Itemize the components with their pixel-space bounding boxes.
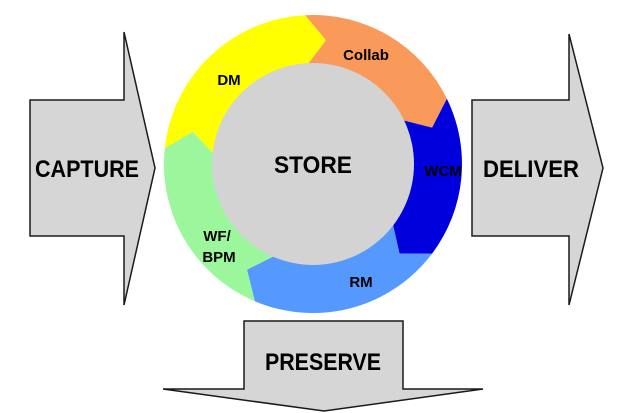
wcm-label: WCM: [424, 163, 462, 180]
capture-arrow: [29, 31, 156, 306]
collab-segment-arrow: [305, 14, 447, 128]
store-circle: [212, 63, 414, 265]
capture-label: CAPTURE: [35, 156, 139, 183]
wfbpm-segment-arrow: [163, 131, 274, 302]
wf-label-line1: WF/: [203, 228, 231, 245]
deliver-arrow: [471, 33, 604, 306]
dm-segment-arrow: [164, 15, 326, 154]
preserve-arrow: [162, 320, 484, 412]
dm-label: DM: [217, 72, 240, 89]
preserve-label: PRESERVE: [265, 349, 381, 376]
collab-label: Collab: [343, 47, 389, 64]
store-label: STORE: [274, 152, 352, 179]
rm-segment-arrow: [247, 224, 432, 314]
rm-label: RM: [349, 274, 372, 291]
deliver-label: DELIVER: [483, 156, 579, 183]
wf-label-line2: BPM: [202, 249, 235, 266]
